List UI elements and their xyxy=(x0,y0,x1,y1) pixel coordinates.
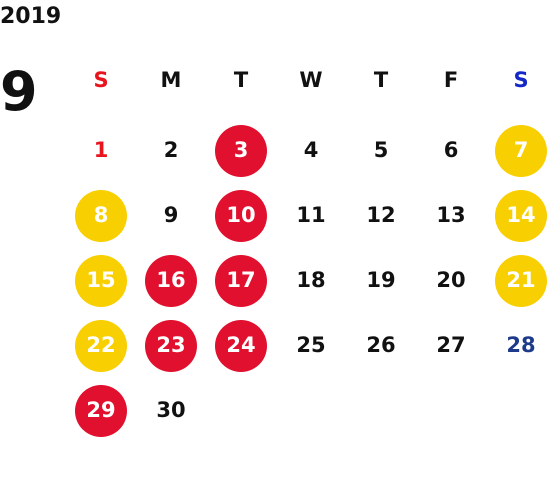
calendar-day-cell[interactable]: 23 xyxy=(136,313,206,378)
day-number: 4 xyxy=(303,138,319,162)
day-number: 19 xyxy=(366,268,396,292)
day-number: 16 xyxy=(145,254,197,307)
calendar-day-cell[interactable]: 15 xyxy=(66,248,136,313)
day-number: 27 xyxy=(436,333,466,357)
calendar-day-cell[interactable]: 6 xyxy=(416,118,486,183)
calendar-day-cell[interactable]: 10 xyxy=(206,183,276,248)
calendar-day-cell[interactable]: 21 xyxy=(486,248,548,313)
weekday-saturday: S xyxy=(513,68,529,92)
day-number: 3 xyxy=(215,124,267,177)
day-number: 12 xyxy=(366,203,396,227)
calendar-day-cell[interactable]: 22 xyxy=(66,313,136,378)
calendar-day-cell[interactable]: 5 xyxy=(346,118,416,183)
calendar-day-cell[interactable]: 7 xyxy=(486,118,548,183)
day-number: 7 xyxy=(495,124,547,177)
calendar-day-cell[interactable]: 16 xyxy=(136,248,206,313)
calendar-day-cell[interactable]: 20 xyxy=(416,248,486,313)
calendar-day-cell[interactable]: 19 xyxy=(346,248,416,313)
day-number: 1 xyxy=(93,138,109,162)
day-number: 5 xyxy=(373,138,389,162)
weekday-thursday: T xyxy=(373,68,389,92)
weekday-header-row: S M T W T F S xyxy=(66,60,548,100)
day-number: 8 xyxy=(75,189,127,242)
day-number: 2 xyxy=(163,138,179,162)
calendar-day-cell[interactable]: 29 xyxy=(66,378,136,443)
day-number: 24 xyxy=(215,319,267,372)
weekday-monday: M xyxy=(160,68,182,92)
day-number: 6 xyxy=(443,138,459,162)
day-number: 17 xyxy=(215,254,267,307)
day-number: 20 xyxy=(436,268,466,292)
calendar-day-cell[interactable]: 30 xyxy=(136,378,206,443)
calendar-day-cell[interactable]: 25 xyxy=(276,313,346,378)
year-label: 2019 xyxy=(0,4,62,29)
day-number: 10 xyxy=(215,189,267,242)
month-number: 9 xyxy=(0,60,38,123)
day-number: 26 xyxy=(366,333,396,357)
weekday-sunday: S xyxy=(93,68,109,92)
day-number: 15 xyxy=(75,254,127,307)
calendar-day-cell[interactable]: 14 xyxy=(486,183,548,248)
calendar-day-cell[interactable]: 13 xyxy=(416,183,486,248)
calendar-day-cell[interactable]: 3 xyxy=(206,118,276,183)
weekday-tuesday: T xyxy=(233,68,249,92)
calendar-day-cell[interactable]: 11 xyxy=(276,183,346,248)
calendar-day-cell[interactable]: 26 xyxy=(346,313,416,378)
calendar-day-cell[interactable]: 17 xyxy=(206,248,276,313)
day-number: 14 xyxy=(495,189,547,242)
weekday-wednesday: W xyxy=(299,68,323,92)
day-number: 11 xyxy=(296,203,326,227)
weekday-friday: F xyxy=(443,68,459,92)
calendar-day-cell[interactable]: 24 xyxy=(206,313,276,378)
calendar-day-cell[interactable]: 2 xyxy=(136,118,206,183)
day-number: 18 xyxy=(296,268,326,292)
calendar-day-cell[interactable]: 9 xyxy=(136,183,206,248)
calendar-day-cell[interactable]: 28 xyxy=(486,313,548,378)
day-number: 9 xyxy=(163,203,179,227)
day-number: 29 xyxy=(75,384,127,437)
calendar-day-cell[interactable]: 12 xyxy=(346,183,416,248)
calendar-day-cell[interactable]: 18 xyxy=(276,248,346,313)
day-number: 23 xyxy=(145,319,197,372)
calendar-day-cell[interactable]: 8 xyxy=(66,183,136,248)
day-number: 13 xyxy=(436,203,466,227)
day-number: 21 xyxy=(495,254,547,307)
day-number: 25 xyxy=(296,333,326,357)
day-number: 22 xyxy=(75,319,127,372)
calendar-day-cell[interactable]: 27 xyxy=(416,313,486,378)
day-number: 30 xyxy=(156,398,186,422)
calendar-day-cell[interactable]: 1 xyxy=(66,118,136,183)
calendar-day-cell[interactable]: 4 xyxy=(276,118,346,183)
day-number: 28 xyxy=(506,333,536,357)
